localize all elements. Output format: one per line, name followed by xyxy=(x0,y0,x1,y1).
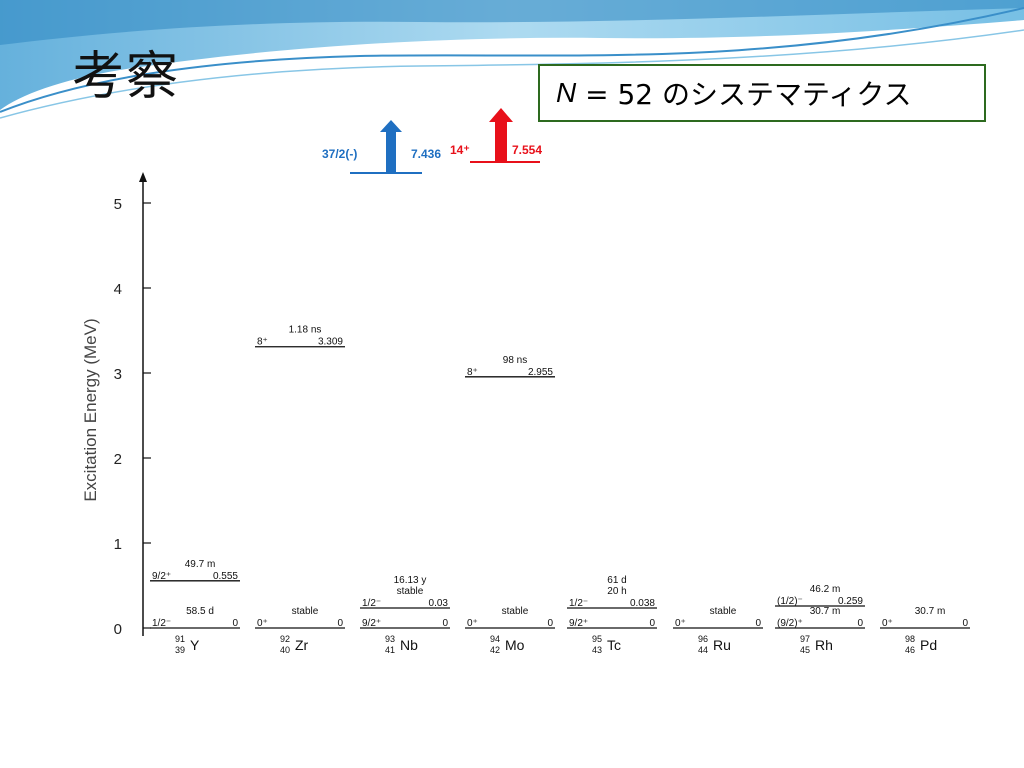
y-tick-label: 2 xyxy=(114,451,122,468)
nuclide-atomic-number: 40 xyxy=(280,645,290,655)
nuclide-atomic-number: 43 xyxy=(592,645,602,655)
highlight-red-spin: 14⁺ xyxy=(450,143,470,157)
level-energy-label: 0.03 xyxy=(429,598,449,609)
level-spin-label: 0⁺ xyxy=(675,618,686,629)
level-spin-label: 1/2⁻ xyxy=(362,598,381,609)
nuclide-mass-number: 98 xyxy=(905,634,915,644)
level-energy-label: 0 xyxy=(442,618,448,629)
nuclide-atomic-number: 41 xyxy=(385,645,395,655)
level-spin-label: 9/2⁺ xyxy=(569,618,588,629)
level-lifetime-label: 30.7 m xyxy=(810,606,841,617)
nuclide-atomic-number: 46 xyxy=(905,645,915,655)
level-lifetime-label: stable xyxy=(292,606,319,617)
nuclide-mass-number: 92 xyxy=(280,634,290,644)
nuclide-element-symbol: Nb xyxy=(400,637,418,653)
nuclide-element-symbol: Pd xyxy=(920,637,937,653)
subtitle-italic-n: N xyxy=(556,77,577,108)
level-lifetime-label: 61 d xyxy=(607,575,626,586)
nuclide-element-symbol: Tc xyxy=(607,637,621,653)
highlight-blue-arrow xyxy=(380,120,402,173)
level-energy-label: 0 xyxy=(649,618,655,629)
nuclide-atomic-number: 44 xyxy=(698,645,708,655)
level-spin-label: 0⁺ xyxy=(257,618,268,629)
level-spin-label: (9/2)⁺ xyxy=(777,618,803,629)
level-spin-label: 1/2⁻ xyxy=(569,598,588,609)
highlight-blue-energy: 7.436 xyxy=(411,147,442,161)
y-tick-label: 5 xyxy=(114,196,122,213)
nuclide-mass-number: 94 xyxy=(490,634,500,644)
level-lifetime-label: 30.7 m xyxy=(915,606,946,617)
nuclide-mass-number: 96 xyxy=(698,634,708,644)
level-lifetime-label: 49.7 m xyxy=(185,559,216,570)
y-axis-label: Excitation Energy (MeV) xyxy=(81,318,100,501)
level-energy-label: 2.955 xyxy=(528,367,553,378)
level-energy-label: 3.309 xyxy=(318,337,343,348)
level-spin-label: 8⁺ xyxy=(257,337,268,348)
subtitle-box: N = 52 のシステマティクス xyxy=(538,64,986,122)
level-spin-label: 1/2⁻ xyxy=(152,618,171,629)
level-lifetime-label: 46.2 m xyxy=(810,584,841,595)
level-spin-label: 9/2⁺ xyxy=(362,618,381,629)
nuclide-mass-number: 95 xyxy=(592,634,602,644)
nuclide-atomic-number: 42 xyxy=(490,645,500,655)
nuclide-mass-number: 91 xyxy=(175,634,185,644)
y-tick-label: 4 xyxy=(114,281,122,298)
level-energy-label: 0 xyxy=(232,618,238,629)
y-tick-label: 0 xyxy=(114,621,122,638)
highlight-blue-spin: 37/2(-) xyxy=(322,147,358,161)
level-energy-label: 0.555 xyxy=(213,571,238,582)
level-energy-label: 0 xyxy=(337,618,343,629)
level-energy-label: 0.038 xyxy=(630,598,655,609)
nuclide-element-symbol: Zr xyxy=(295,637,309,653)
highlight-red-arrow xyxy=(489,108,513,162)
level-spin-label: 0⁺ xyxy=(882,618,893,629)
level-spin-label: 9/2⁺ xyxy=(152,571,171,582)
y-tick-label: 3 xyxy=(114,366,122,383)
level-lifetime-label: 1.18 ns xyxy=(289,325,322,336)
nuclide-element-symbol: Ru xyxy=(713,637,731,653)
nuclide-mass-number: 93 xyxy=(385,634,395,644)
level-lifetime-label: 20 h xyxy=(607,586,626,597)
nuclide-element-symbol: Rh xyxy=(815,637,833,653)
level-lifetime-label: stable xyxy=(502,606,529,617)
nuclide-atomic-number: 45 xyxy=(800,645,810,655)
level-energy-label: 0.259 xyxy=(838,596,863,607)
y-tick-label: 1 xyxy=(114,536,122,553)
level-spin-label: 8⁺ xyxy=(467,367,478,378)
level-spin-label: 0⁺ xyxy=(467,618,478,629)
y-axis-arrow xyxy=(139,172,147,182)
nuclide-atomic-number: 39 xyxy=(175,645,185,655)
level-lifetime-label: 98 ns xyxy=(503,355,527,366)
nuclide-element-symbol: Y xyxy=(190,637,200,653)
nuclide-element-symbol: Mo xyxy=(505,637,525,653)
level-lifetime-label: 16.13 y xyxy=(394,575,427,586)
level-energy-label: 0 xyxy=(755,618,761,629)
level-lifetime-label: 58.5 d xyxy=(186,606,214,617)
header-wave-decoration xyxy=(0,0,1024,119)
level-lifetime-label: stable xyxy=(397,586,424,597)
nuclide-mass-number: 97 xyxy=(800,634,810,644)
slide-title: 考察 xyxy=(72,47,181,107)
level-energy-label: 0 xyxy=(857,618,863,629)
level-energy-label: 0 xyxy=(547,618,553,629)
level-lifetime-label: stable xyxy=(710,606,737,617)
subtitle-text: = 52 のシステマティクス xyxy=(576,78,912,111)
level-spin-label: (1/2)⁻ xyxy=(777,596,803,607)
level-energy-label: 0 xyxy=(962,618,968,629)
highlight-red-energy: 7.554 xyxy=(512,143,543,157)
